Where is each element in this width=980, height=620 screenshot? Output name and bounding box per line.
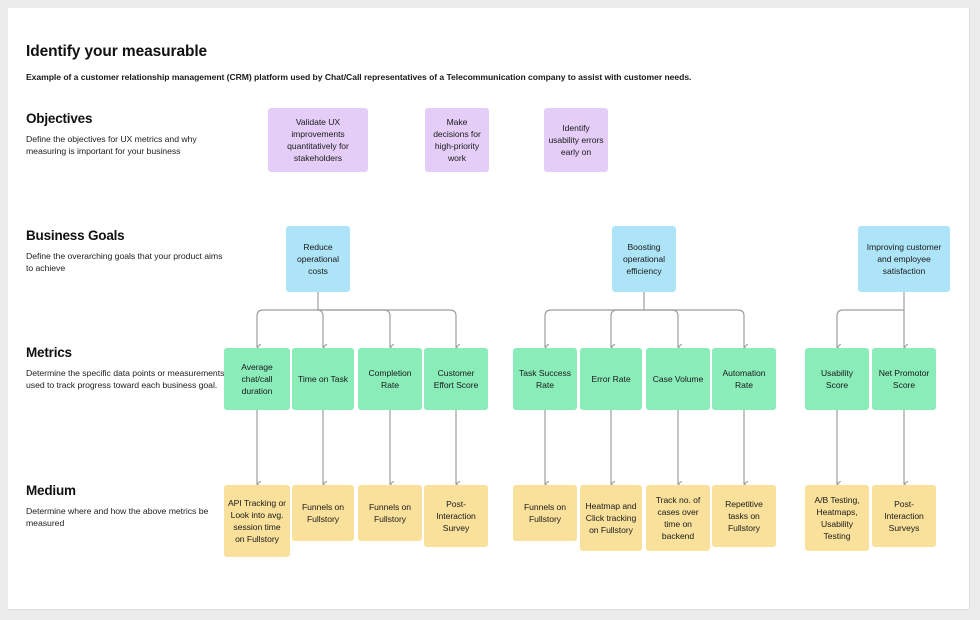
medium-card-4[interactable]: Post-Interaction Survey xyxy=(424,485,488,547)
metric-card-8[interactable]: Automation Rate xyxy=(712,348,776,410)
metric-card-4[interactable]: Customer Effort Score xyxy=(424,348,488,410)
metric-card-1[interactable]: Average chat/call duration xyxy=(224,348,290,410)
row-label-medium: Medium Determine where and how the above… xyxy=(26,483,231,530)
row-label-metrics: Metrics Determine the specific data poin… xyxy=(26,345,231,392)
row-label-objectives: Objectives Define the objectives for UX … xyxy=(26,111,231,158)
business-goal-card-2[interactable]: Boosting operational efficiency xyxy=(612,226,676,292)
page-frame-top xyxy=(0,0,980,8)
row-heading-objectives: Objectives xyxy=(26,111,93,126)
page-frame-right xyxy=(970,0,980,620)
metric-card-9[interactable]: Usability Score xyxy=(805,348,869,410)
medium-card-3[interactable]: Funnels on Fullstory xyxy=(358,485,422,541)
objective-card-2[interactable]: Make decisions for high-priority work xyxy=(425,108,489,172)
metric-card-6[interactable]: Error Rate xyxy=(580,348,642,410)
row-label-business-goals: Business Goals Define the overarching go… xyxy=(26,228,231,275)
row-heading-business-goals: Business Goals xyxy=(26,228,125,243)
objective-card-1[interactable]: Validate UX improvements quantitatively … xyxy=(268,108,368,172)
row-description-medium: Determine where and how the above metric… xyxy=(26,506,209,529)
row-description-metrics: Determine the specific data points or me… xyxy=(26,368,225,391)
business-goal-card-3[interactable]: Improving customer and employee satisfac… xyxy=(858,226,950,292)
page-subtitle: Example of a customer relationship manag… xyxy=(26,72,692,82)
page-header: Identify your measurable Example of a cu… xyxy=(26,43,691,82)
page-title: Identify your measurable xyxy=(26,43,208,60)
metric-card-7[interactable]: Case Volume xyxy=(646,348,710,410)
business-goal-card-1[interactable]: Reduce operational costs xyxy=(286,226,350,292)
page-frame-bottom xyxy=(0,610,980,620)
metric-card-10[interactable]: Net Promotor Score xyxy=(872,348,936,410)
medium-card-7[interactable]: Track no. of cases over time on backend xyxy=(646,485,710,551)
metric-card-3[interactable]: Completion Rate xyxy=(358,348,422,410)
row-heading-metrics: Metrics xyxy=(26,345,72,360)
row-description-business-goals: Define the overarching goals that your p… xyxy=(26,251,223,274)
metric-card-5[interactable]: Task Success Rate xyxy=(513,348,577,410)
medium-card-1[interactable]: API Tracking or Look into avg. session t… xyxy=(224,485,290,557)
objective-card-3[interactable]: Identify usability errors early on xyxy=(544,108,608,172)
metric-card-2[interactable]: Time on Task xyxy=(292,348,354,410)
medium-card-2[interactable]: Funnels on Fullstory xyxy=(292,485,354,541)
medium-card-5[interactable]: Funnels on Fullstory xyxy=(513,485,577,541)
medium-card-10[interactable]: Post-Interaction Surveys xyxy=(872,485,936,547)
medium-card-9[interactable]: A/B Testing, Heatmaps, Usability Testing xyxy=(805,485,869,551)
row-heading-medium: Medium xyxy=(26,483,76,498)
medium-card-8[interactable]: Repetitive tasks on Fullstory xyxy=(712,485,776,547)
row-description-objectives: Define the objectives for UX metrics and… xyxy=(26,134,197,157)
page-frame-left xyxy=(0,0,8,620)
medium-card-6[interactable]: Heatmap and Click tracking on Fullstory xyxy=(580,485,642,551)
